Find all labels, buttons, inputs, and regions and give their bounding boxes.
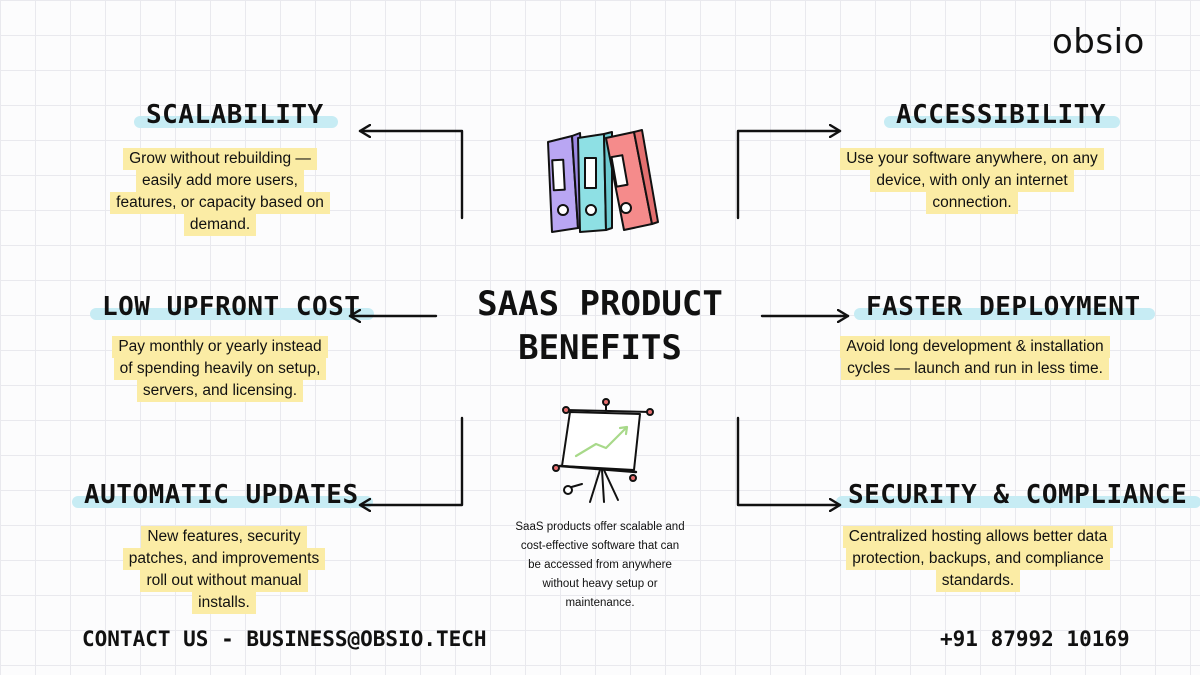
arrow-to-accessibility — [736, 131, 842, 220]
desc-scalability: Grow without rebuilding — easily add mor… — [100, 148, 340, 236]
desc-accessibility: Use your software anywhere, on any devic… — [832, 148, 1112, 214]
arrow-to-security-compliance — [736, 416, 842, 505]
presentation-board-icon — [552, 398, 654, 503]
heading-scalability: SCALABILITY — [134, 100, 338, 130]
heading-low-upfront-cost: LOW UPFRONT COST — [90, 292, 375, 322]
page-title: SAAS PRODUCT BENEFITS — [477, 284, 723, 368]
desc-automatic-updates: New features, security patches, and impr… — [104, 526, 344, 614]
desc-low-upfront-cost: Pay monthly or yearly instead of spendin… — [100, 336, 340, 402]
heading-accessibility: ACCESSIBILITY — [884, 100, 1120, 130]
heading-faster-deployment: FASTER DEPLOYMENT — [854, 292, 1155, 322]
binders-icon — [547, 129, 659, 233]
heading-security-compliance: SECURITY & COMPLIANCE — [836, 480, 1200, 510]
desc-security-compliance: Centralized hosting allows better data p… — [830, 526, 1126, 592]
brand-logo: obsio — [1052, 22, 1145, 62]
contact-phone[interactable]: +91 87992 10169 — [940, 627, 1130, 651]
contact-email[interactable]: CONTACT US - BUSINESS@OBSIO.TECH — [82, 627, 487, 651]
center-description: SaaS products offer scalable and cost-ef… — [515, 521, 685, 609]
arrow-to-scalability — [358, 131, 464, 220]
arrow-to-automatic-updates — [358, 416, 464, 505]
heading-automatic-updates: AUTOMATIC UPDATES — [72, 480, 373, 510]
desc-faster-deployment: Avoid long development & installation cy… — [830, 336, 1120, 380]
